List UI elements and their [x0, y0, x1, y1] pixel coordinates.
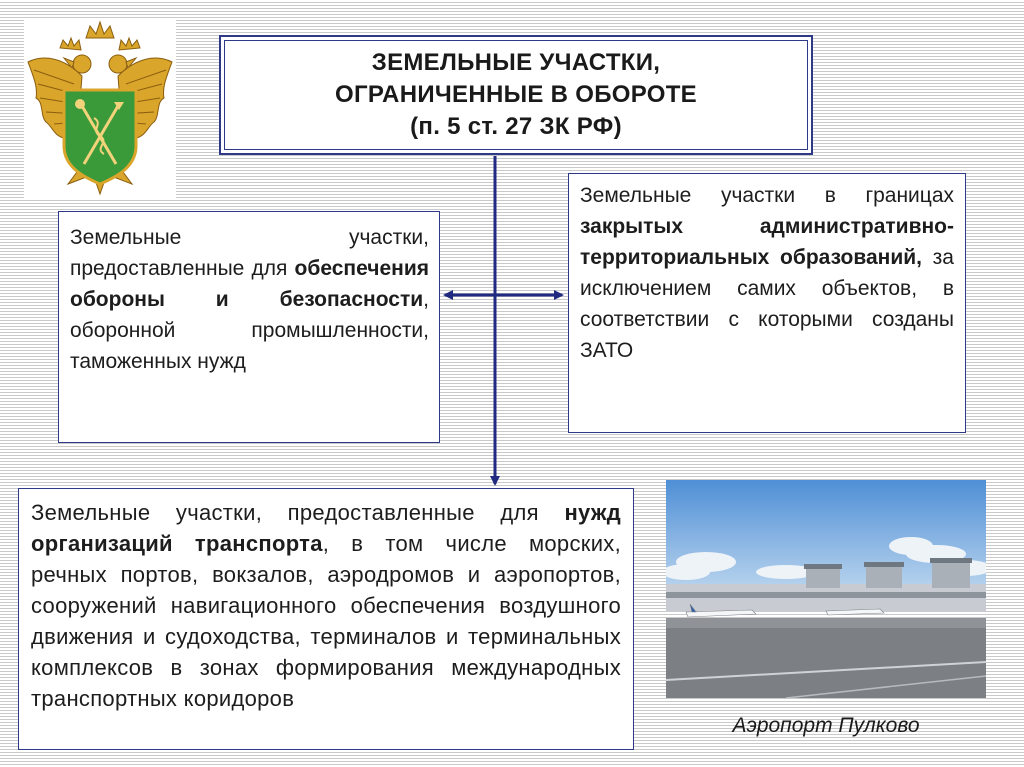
transport-text-before: Земельные участки, предоставленные для [31, 500, 565, 525]
defense-text-after: , оборонной промышленности, таможенных н… [70, 288, 429, 373]
defense-text-bold: обеспечения обороны и безопасности [70, 257, 429, 311]
zato-text-before: Земельные участки в границах [580, 184, 954, 207]
title-box: ЗЕМЕЛЬНЫЕ УЧАСТКИ, ОГРАНИЧЕННЫЕ В ОБОРОТ… [219, 35, 813, 155]
zato-text-bold: закрытых административно-территориальных… [580, 215, 954, 269]
zato-lands-text: Земельные участки в границах закрытых ад… [580, 180, 954, 366]
transport-text-bold: нужд организаций транспорта [31, 500, 621, 556]
zato-text-after: за исключением самих объектов, в соответ… [580, 246, 954, 362]
defense-text-before: Земельные участки, предоставленные для [70, 226, 429, 280]
airport-photo [662, 480, 992, 699]
photo-caption: Аэропорт Пулково [732, 714, 920, 737]
transport-lands-box: Земельные участки, предоставленные для н… [18, 488, 634, 750]
defense-lands-text: Земельные участки, предоставленные для о… [70, 222, 429, 377]
coat-of-arms-emblem [24, 18, 176, 198]
zato-lands-box: Земельные участки в границах закрытых ад… [568, 173, 966, 433]
transport-text-after: , в том числе морских, речных портов, во… [31, 531, 621, 711]
title-line-2: ОГРАНИЧЕННЫЕ В ОБОРОТЕ [334, 81, 697, 108]
transport-lands-text: Земельные участки, предоставленные для н… [31, 497, 621, 714]
title-line-1: ЗЕМЕЛЬНЫЕ УЧАСТКИ, [371, 49, 661, 76]
defense-lands-box: Земельные участки, предоставленные для о… [58, 211, 440, 443]
title-line-3: (п. 5 ст. 27 ЗК РФ) [410, 113, 622, 140]
